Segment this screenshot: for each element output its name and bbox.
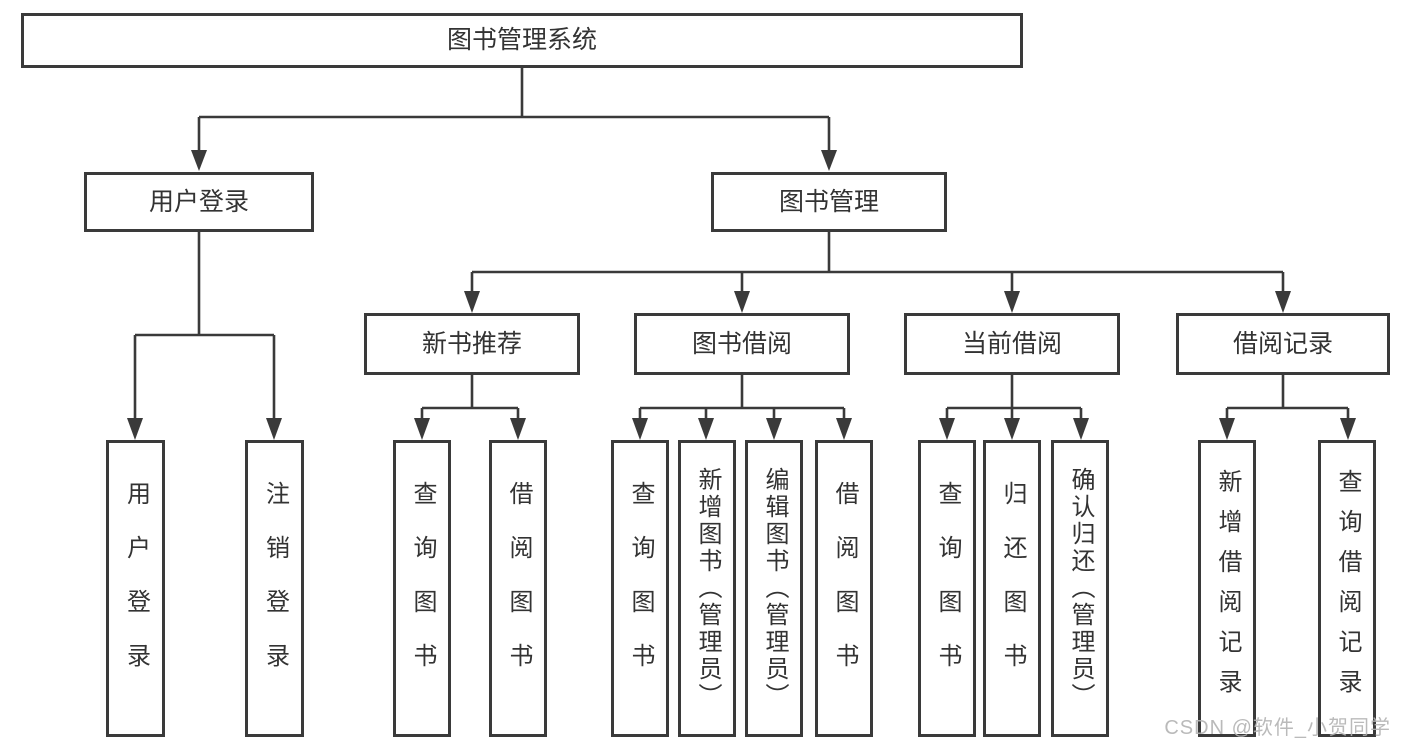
- leaf-query-book-recommend-label: 查询图书: [409, 480, 436, 697]
- leaf-query-borrow-record: 查询借阅记录: [1318, 440, 1376, 737]
- leaf-add-borrow-record: 新增借阅记录: [1198, 440, 1256, 737]
- leaf-query-borrow-record-label: 查询借阅记录: [1334, 468, 1361, 709]
- leaf-query-book-borrow: 查询图书: [611, 440, 669, 737]
- leaf-logout: 注销登录: [245, 440, 304, 737]
- leaf-edit-book-admin-label: 编辑图书（管理员）: [761, 467, 788, 710]
- node-user-login: 用户登录: [84, 172, 314, 232]
- node-book-management: 图书管理: [711, 172, 947, 232]
- leaf-edit-book-admin: 编辑图书（管理员）: [745, 440, 803, 737]
- node-new-book-recommend-label: 新书推荐: [421, 329, 522, 358]
- leaf-query-current-borrow-label: 查询图书: [934, 480, 961, 697]
- leaf-user-login: 用户登录: [106, 440, 165, 737]
- leaf-query-book-borrow-label: 查询图书: [627, 480, 654, 697]
- node-user-login-label: 用户登录: [148, 187, 249, 216]
- node-borrow-records: 借阅记录: [1176, 313, 1390, 375]
- leaf-borrow-book: 借阅图书: [815, 440, 873, 737]
- leaf-borrow-book-recommend: 借阅图书: [489, 440, 547, 737]
- node-book-management-label: 图书管理: [778, 187, 879, 216]
- node-book-borrow: 图书借阅: [634, 313, 850, 375]
- leaf-confirm-return-admin-label: 确认归还（管理员）: [1067, 467, 1094, 710]
- node-current-borrow: 当前借阅: [904, 313, 1120, 375]
- leaf-logout-label: 注销登录: [261, 480, 289, 697]
- leaf-confirm-return-admin: 确认归还（管理员）: [1051, 440, 1109, 737]
- node-root: 图书管理系统: [21, 13, 1023, 68]
- leaf-return-book: 归还图书: [983, 440, 1041, 737]
- node-borrow-records-label: 借阅记录: [1232, 329, 1333, 358]
- csdn-watermark: CSDN @软件_小贺同学: [1164, 717, 1391, 739]
- leaf-add-borrow-record-label: 新增借阅记录: [1214, 468, 1241, 709]
- leaf-borrow-book-label: 借阅图书: [831, 480, 858, 697]
- node-new-book-recommend: 新书推荐: [364, 313, 580, 375]
- leaf-query-current-borrow: 查询图书: [918, 440, 976, 737]
- leaf-return-book-label: 归还图书: [999, 480, 1026, 697]
- node-root-label: 图书管理系统: [446, 26, 597, 54]
- leaf-user-login-label: 用户登录: [122, 480, 150, 697]
- node-current-borrow-label: 当前借阅: [961, 329, 1062, 358]
- leaf-add-book-admin: 新增图书（管理员）: [678, 440, 736, 737]
- node-book-borrow-label: 图书借阅: [691, 329, 792, 358]
- leaf-borrow-book-recommend-label: 借阅图书: [505, 480, 532, 697]
- leaf-add-book-admin-label: 新增图书（管理员）: [694, 467, 721, 710]
- leaf-query-book-recommend: 查询图书: [393, 440, 451, 737]
